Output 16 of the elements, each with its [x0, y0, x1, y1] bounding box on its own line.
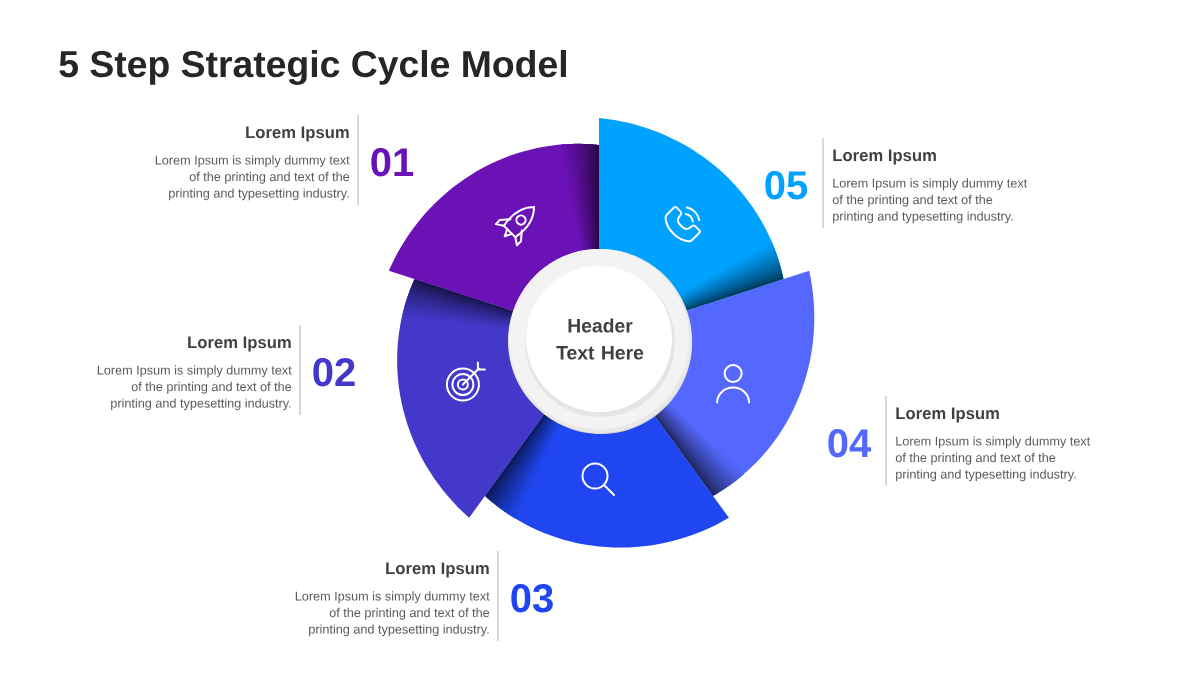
heading: Lorem Ipsum: [188, 336, 291, 352]
body-text: Lorem Ipsum is simply dummy text of the printing and text of the printing and typesetting industry.: [97, 365, 292, 411]
body-text: Lorem Ipsum is simply dummy text of the printing and text of the printing and typesetting industry.: [295, 591, 490, 637]
step-number: 02: [313, 358, 355, 387]
step-number: 04: [828, 429, 872, 458]
body-text: Lorem Ipsum is simply dummy text of the printing and text of the printing and typesetting industry.: [155, 155, 350, 201]
title: 5 Step Strategic Cycle Model: [59, 49, 566, 85]
step-number: 05: [765, 171, 808, 200]
step-number: 03: [511, 584, 553, 613]
body-text: Lorem Ipsum is simply dummy text of the printing and text of the printing and typesetting industry.: [895, 436, 1091, 482]
heading: Lorem Ipsum: [833, 149, 936, 165]
heading: Lorem Ipsum: [246, 126, 349, 142]
body-text: Lorem Ipsum is simply dummy text of the printing and text of the printing and typesetting industry.: [832, 178, 1028, 224]
step-number: 01: [371, 148, 414, 177]
heading: Lorem Ipsum: [386, 562, 489, 578]
heading: Lorem Ipsum: [896, 407, 999, 423]
